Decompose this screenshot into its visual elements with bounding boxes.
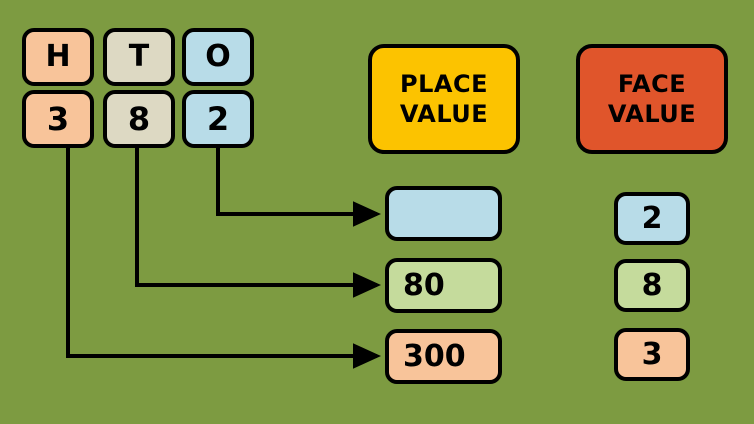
face-value-header-line2: VALUE — [607, 100, 697, 128]
place-value-box-hundreds-value: 300 — [403, 338, 466, 374]
face-value-box-ones[interactable]: 2 — [614, 192, 690, 245]
column-header-hundreds: H — [22, 28, 94, 86]
place-value-box-hundreds[interactable]: 300 — [385, 329, 502, 384]
column-header-tens-label: T — [128, 39, 150, 74]
place-value-header: PLACE VALUE — [368, 44, 520, 154]
face-value-box-ones-value: 2 — [641, 200, 663, 236]
face-value-header-line1: FACE — [617, 70, 687, 98]
place-value-header-line2: VALUE — [399, 100, 489, 128]
column-header-ones-label: O — [205, 39, 231, 74]
digit-cell-ones-label: 2 — [206, 100, 230, 138]
connector-ones — [216, 148, 381, 227]
face-value-box-tens[interactable]: 8 — [614, 259, 690, 312]
place-value-header-line1: PLACE — [400, 70, 488, 98]
place-value-box-tens[interactable]: 80 — [385, 258, 502, 313]
digit-cell-hundreds[interactable]: 3 — [22, 90, 94, 148]
face-value-box-hundreds[interactable]: 3 — [614, 328, 690, 381]
digit-cell-ones[interactable]: 2 — [182, 90, 254, 148]
connector-tens — [135, 148, 381, 298]
digit-cell-tens-label: 8 — [127, 100, 151, 138]
face-value-header: FACE VALUE — [576, 44, 728, 154]
place-value-box-ones[interactable] — [385, 186, 502, 241]
column-header-ones: O — [182, 28, 254, 86]
digit-cell-hundreds-label: 3 — [46, 100, 70, 138]
face-value-box-tens-value: 8 — [641, 267, 663, 303]
place-value-box-tens-value: 80 — [403, 267, 445, 303]
column-header-tens: T — [103, 28, 175, 86]
column-header-hundreds-label: H — [45, 39, 71, 74]
face-value-box-hundreds-value: 3 — [641, 336, 663, 372]
connector-hundreds — [66, 148, 381, 369]
digit-cell-tens[interactable]: 8 — [103, 90, 175, 148]
